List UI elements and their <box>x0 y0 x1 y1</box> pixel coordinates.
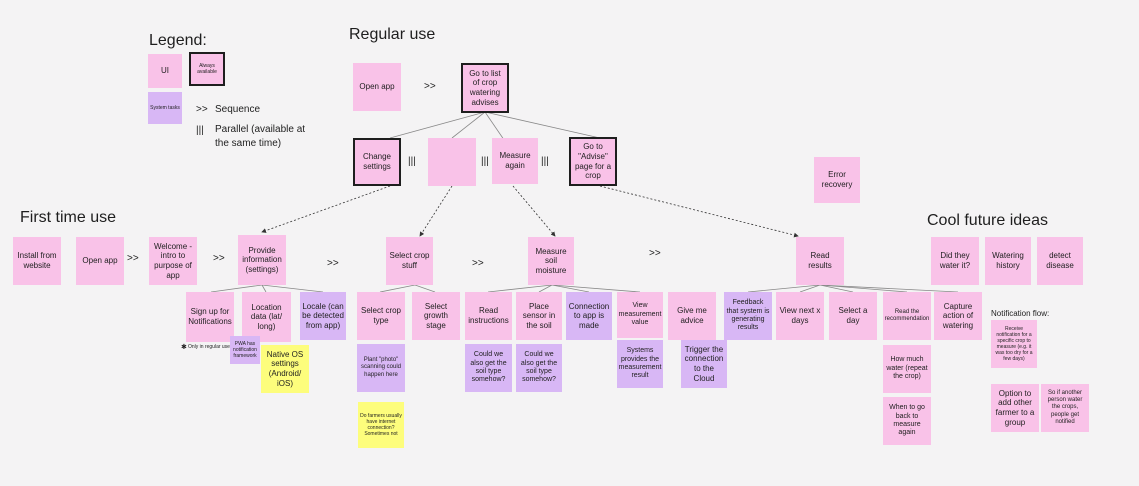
legend-parallel-symbol: ||| <box>196 125 204 136</box>
only-regular-use-text: Only in regular use <box>188 344 230 350</box>
trigger-cloud-connection-note: Trigger the connection to the Cloud <box>681 340 727 388</box>
sequence-operator: >> <box>649 248 661 259</box>
receive-notification-note: Receive notification for a specific crop… <box>991 320 1037 368</box>
provide-information-note: Provide information (settings) <box>238 235 286 285</box>
measure-again-note: Measure again <box>492 138 538 184</box>
another-person-notified-note: So if another person water the crops, pe… <box>1041 384 1089 432</box>
select-a-day-note: Select a day <box>829 292 877 340</box>
first-open-app-note: Open app <box>76 237 124 285</box>
could-we-get-soil-type-note-1: Could we also get the soil type somehow? <box>465 344 512 392</box>
option-add-farmer-note: Option to add other farmer to a group <box>991 384 1039 432</box>
go-to-list-note: Go to list of crop watering advises <box>461 63 509 113</box>
read-results-note: Read results <box>796 237 844 285</box>
sequence-operator: >> <box>472 258 484 269</box>
watering-history-note: Watering history <box>985 237 1031 285</box>
install-from-website-note: Install from website <box>13 237 61 285</box>
could-we-get-soil-type-note-2: Could we also get the soil type somehow? <box>516 344 562 392</box>
plant-photo-scanning-note: Plant "photo" scanning could happen here <box>357 344 405 392</box>
measure-soil-moisture-note: Measure soil moisture <box>528 237 574 285</box>
blank-note <box>428 138 476 186</box>
regular-use-heading: Regular use <box>349 26 436 43</box>
regular-open-app-note: Open app <box>353 63 401 111</box>
how-much-water-note: How much water (repeat the crop) <box>883 345 931 393</box>
detect-disease-note: detect disease <box>1037 237 1083 285</box>
capture-watering-note: Capture action of watering <box>934 292 982 340</box>
only-regular-asterisk: ✱ <box>181 344 187 351</box>
farmers-internet-note: Do farmers usually have internet connect… <box>358 402 404 448</box>
select-growth-stage-note: Select growth stage <box>412 292 460 340</box>
legend-sequence-symbol: >> <box>196 104 208 115</box>
native-os-settings-note: Native OS settings (Android/ iOS) <box>261 345 309 393</box>
legend-always-available-note: Always available <box>189 52 225 86</box>
parallel-operator: ||| <box>408 156 416 167</box>
sequence-operator: >> <box>127 253 139 264</box>
when-to-go-back-note: When to go back to measure again <box>883 397 931 445</box>
sequence-operator: >> <box>213 253 225 264</box>
legend-system-tasks-note: System tasks <box>148 92 182 124</box>
first-time-use-heading: First time use <box>20 209 117 226</box>
welcome-note: Welcome - intro to purpose of app <box>149 237 197 285</box>
legend-heading: Legend: <box>149 32 207 49</box>
legend-ui-note: UI <box>148 54 182 88</box>
locale-note: Locale (can be detected from app) <box>300 292 346 340</box>
sign-up-notifications-note: Sign up for Notifications <box>186 292 234 342</box>
feedback-generating-note: Feedback that system is generating resul… <box>724 292 772 340</box>
sequence-operator: >> <box>424 81 436 92</box>
notification-flow-heading: Notification flow: <box>991 309 1050 318</box>
place-sensor-note: Place sensor in the soil <box>516 292 562 340</box>
select-crop-type-note: Select crop type <box>357 292 405 340</box>
sequence-operator: >> <box>327 258 339 269</box>
view-measurement-note: View measurement value <box>617 292 663 338</box>
read-instructions-note: Read instructions <box>465 292 512 340</box>
error-recovery-note: Error recovery <box>814 157 860 203</box>
give-me-advice-note: Give me advice <box>668 292 716 340</box>
cool-future-ideas-heading: Cool future ideas <box>927 212 1048 229</box>
connection-to-app-note: Connection to app is made <box>566 292 612 340</box>
did-they-water-note: Did they water it? <box>931 237 979 285</box>
go-to-advise-note: Go to "Advise" page for a crop <box>569 137 617 186</box>
read-recommendation-note: Read the recommendation <box>883 292 931 340</box>
legend-sequence-label: Sequence <box>215 104 261 115</box>
pwa-notification-note: PWA has notification framework <box>230 336 260 364</box>
location-data-note: Location data (lat/ long) <box>242 292 291 342</box>
systems-provides-result-note: Systems provides the measurement result <box>617 340 663 388</box>
view-next-days-note: View next x days <box>776 292 824 340</box>
legend-parallel-label: Parallel (available at the same time) <box>215 124 306 149</box>
change-settings-note: Change settings <box>353 138 401 186</box>
parallel-operator: ||| <box>541 156 549 167</box>
select-crop-stuff-note: Select crop stuff <box>386 237 433 285</box>
parallel-operator: ||| <box>481 156 489 167</box>
